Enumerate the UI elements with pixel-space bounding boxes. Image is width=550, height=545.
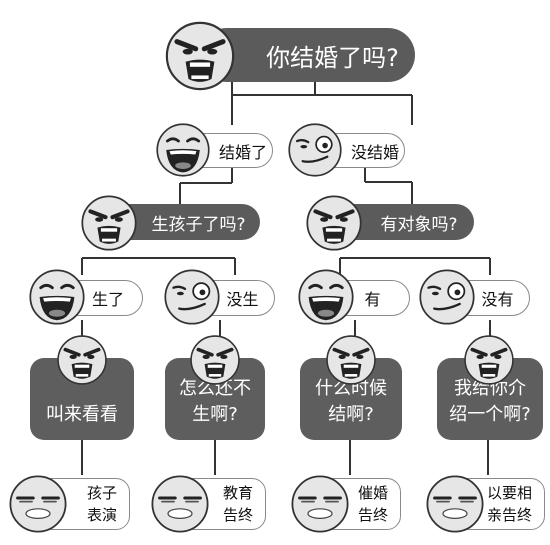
- why-not-yet-text: 怎么还不 生啊?: [179, 378, 251, 425]
- have-kids-question-label: 生孩子了吗?: [151, 214, 246, 235]
- angry-yelling-face-icon: [464, 335, 514, 385]
- blind-date-done-text: 以要相 亲告终: [486, 484, 532, 524]
- no-partner-answer-label: 没有: [481, 290, 514, 309]
- introduce-one-text: 我给你介 绍一个啊?: [449, 378, 531, 425]
- angry-yelling-face-icon: [165, 21, 235, 91]
- has-partner-answer-label: 有: [364, 290, 381, 309]
- no-kids-answer-label: 没生: [226, 290, 259, 309]
- have-partner-question-label: 有对象吗?: [380, 214, 458, 235]
- angry-yelling-face-icon: [190, 335, 240, 385]
- annoyed-flat-face-icon: [426, 475, 484, 533]
- kids-perform-text: 孩子 表演: [86, 484, 117, 524]
- laughing-face-icon: [156, 123, 210, 177]
- angry-yelling-face-icon: [306, 195, 362, 251]
- angry-yelling-face-icon: [57, 335, 107, 385]
- when-marry-text: 什么时候 结啊?: [315, 378, 387, 425]
- annoyed-flat-face-icon: [151, 475, 209, 533]
- root-question-pill: 你结婚了吗?: [200, 28, 415, 82]
- angry-yelling-face-icon: [81, 195, 137, 251]
- smirking-face-icon: [164, 269, 220, 325]
- root-question-label: 你结婚了吗?: [266, 43, 399, 72]
- angry-yelling-face-icon: [326, 335, 376, 385]
- smirking-face-icon: [288, 123, 342, 177]
- laughing-face-icon: [29, 269, 85, 325]
- smirking-face-icon: [419, 269, 475, 325]
- show-kids-text: 叫来看看: [46, 404, 118, 425]
- not-married-answer-label: 没结婚: [350, 142, 399, 162]
- had-kids-answer-label: 生了: [91, 290, 124, 309]
- annoyed-flat-face-icon: [9, 475, 67, 533]
- married-answer-label: 结婚了: [218, 142, 267, 162]
- laughing-face-icon: [298, 269, 354, 325]
- education-done-text: 教育 告终: [222, 484, 253, 524]
- urge-done-text: 催婚 告终: [357, 484, 388, 524]
- annoyed-flat-face-icon: [291, 475, 349, 533]
